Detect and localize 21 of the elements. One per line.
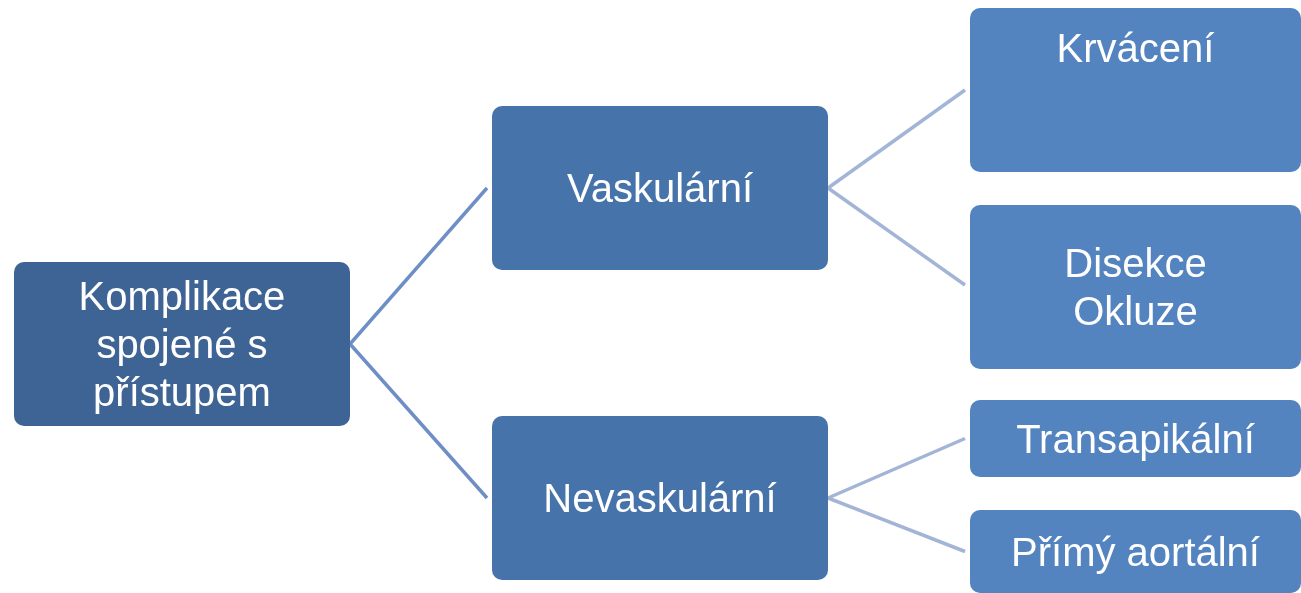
connector-line bbox=[827, 88, 966, 190]
connector-line bbox=[827, 496, 966, 554]
category-box bbox=[14, 262, 350, 426]
box-label: Disekce bbox=[1064, 240, 1207, 287]
category-box bbox=[970, 205, 1301, 369]
box-label: Krvácení bbox=[1056, 25, 1215, 72]
connector-line bbox=[827, 186, 966, 287]
connector-line bbox=[827, 436, 966, 500]
box-label: Přímý aortální bbox=[1011, 528, 1260, 576]
category-box bbox=[970, 8, 1301, 172]
box-label: Vaskulární bbox=[567, 165, 753, 212]
box-label: Komplikace spojené s přístupem bbox=[77, 273, 287, 416]
category-box bbox=[970, 510, 1301, 593]
category-box bbox=[492, 416, 828, 580]
connector-line bbox=[348, 342, 489, 500]
connector-line bbox=[348, 186, 489, 346]
category-box bbox=[492, 106, 828, 270]
box-label: Nevaskulární bbox=[543, 475, 777, 522]
category-box bbox=[970, 400, 1301, 477]
box-label: Transapikální bbox=[1016, 415, 1255, 463]
box-label: Okluze bbox=[1073, 288, 1198, 335]
